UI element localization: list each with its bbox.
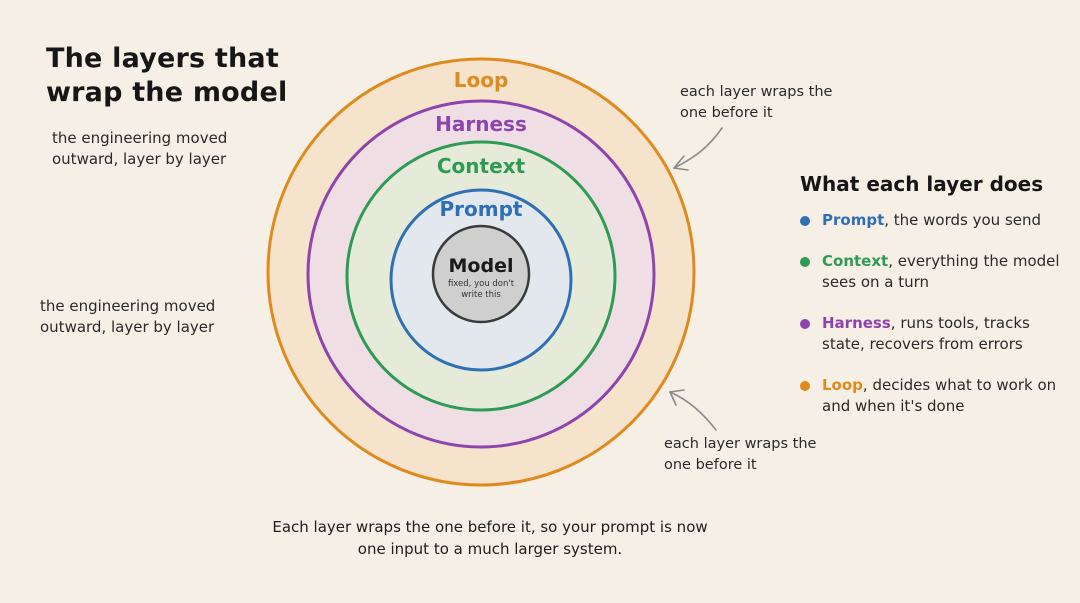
annotation-bottom: each layer wraps the one before it bbox=[664, 436, 817, 473]
legend-desc: , runs tools, tracks state, recovers fro… bbox=[822, 314, 1030, 353]
diagram-title: The layers that wrap the model bbox=[46, 43, 288, 108]
legend-name: Prompt bbox=[822, 211, 885, 229]
legend-item-harness: Harness, runs tools, tracks state, recov… bbox=[800, 313, 1070, 355]
legend-desc: , decides what to work on and when it's … bbox=[822, 376, 1057, 415]
legend-name: Context bbox=[822, 252, 889, 270]
context-dot-icon bbox=[800, 257, 810, 267]
subtitle-left: the engineering moved outward, layer by … bbox=[40, 297, 216, 336]
subtitle-top: the engineering moved outward, layer by … bbox=[52, 129, 228, 168]
legend-name: Harness bbox=[822, 314, 891, 332]
arrow-top bbox=[673, 127, 723, 171]
legend-title: What each layer does bbox=[800, 172, 1044, 196]
loop-label: Loop bbox=[454, 68, 509, 92]
context-label: Context bbox=[437, 154, 526, 178]
caption: Each layer wraps the one before it, so y… bbox=[272, 518, 708, 558]
model-note: fixed, you don't write this bbox=[447, 279, 515, 300]
legend-item-context: Context, everything the model sees on a … bbox=[800, 251, 1070, 293]
annotation-top: each layer wraps the one before it bbox=[680, 84, 833, 121]
legend: What each layer does Prompt, the words y… bbox=[800, 170, 1070, 437]
legend-item-prompt: Prompt, the words you send bbox=[800, 210, 1070, 231]
arrow-bottom bbox=[669, 389, 717, 431]
legend-item-loop: Loop, decides what to work on and when i… bbox=[800, 375, 1070, 417]
prompt-label: Prompt bbox=[440, 197, 523, 221]
legend-desc: , everything the model sees on a turn bbox=[822, 252, 1060, 291]
legend-name: Loop bbox=[822, 376, 863, 394]
harness-label: Harness bbox=[435, 112, 527, 136]
model-label: Model bbox=[449, 255, 514, 277]
model-core bbox=[431, 224, 531, 324]
model-note-box: fixed, you don't write this bbox=[447, 279, 515, 300]
legend-desc: , the words you send bbox=[884, 211, 1042, 229]
loop-dot-icon bbox=[800, 381, 810, 391]
harness-dot-icon bbox=[800, 319, 810, 329]
prompt-dot-icon bbox=[800, 216, 810, 226]
